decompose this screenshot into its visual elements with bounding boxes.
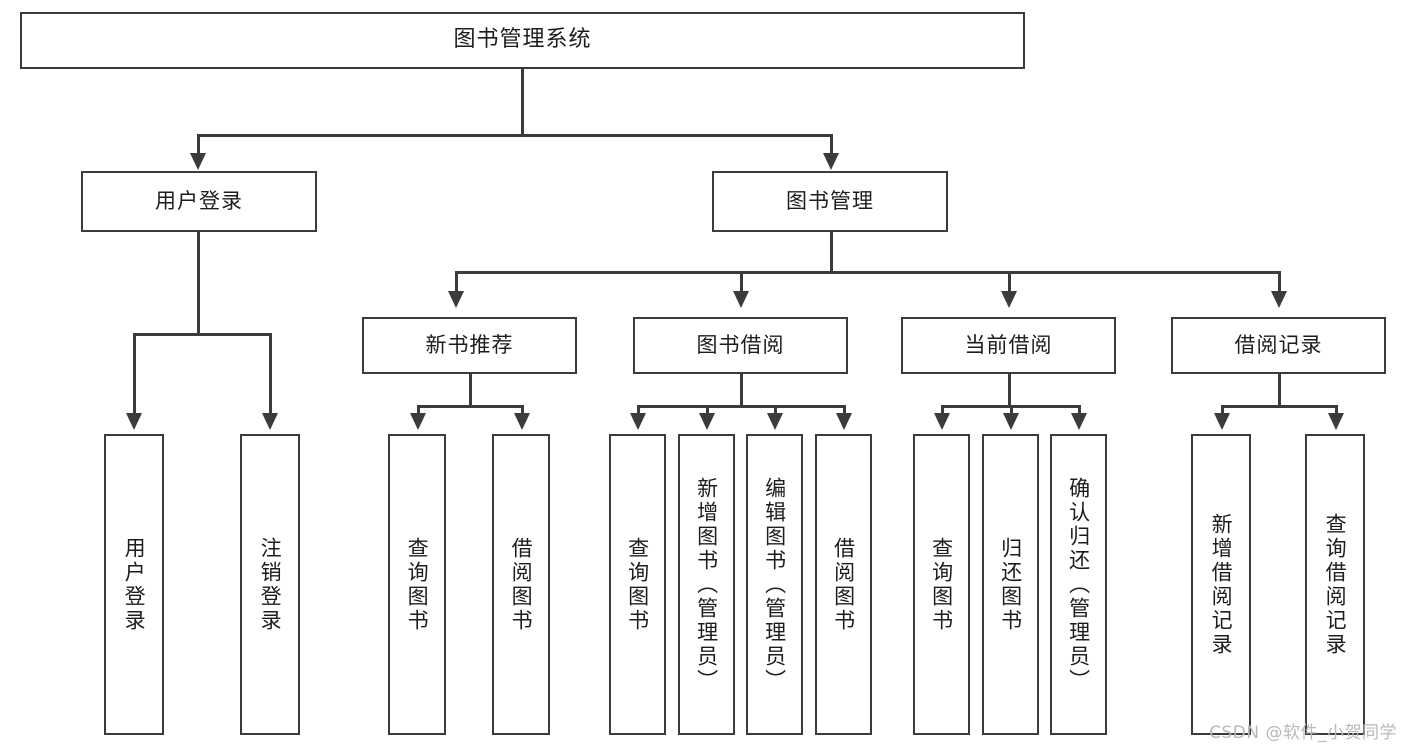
arrow-book-borrow bbox=[733, 291, 749, 308]
connector-bus-nbr-leaves bbox=[417, 405, 523, 408]
connector-bus-bb-leaves bbox=[637, 405, 846, 408]
connector-drop-cb-leaf-0 bbox=[941, 405, 944, 416]
connector-drop-user-login bbox=[197, 134, 200, 156]
arrow-nbr-leaf-0 bbox=[410, 413, 426, 430]
arrow-borrow-record bbox=[1271, 291, 1287, 308]
connector-drop-bb-leaf-2 bbox=[774, 405, 777, 416]
node-user-login[interactable]: 用户登录 bbox=[81, 171, 317, 232]
node-new-book-recommend[interactable]: 新书推荐 bbox=[362, 317, 577, 374]
node-label: 确认归还（管理员） bbox=[1066, 476, 1091, 693]
connector-drop-new-book-recommend bbox=[455, 271, 458, 294]
leaf-bb-edit-book-admin[interactable]: 编辑图书（管理员） bbox=[746, 434, 803, 735]
arrow-cb-leaf-2 bbox=[1071, 413, 1087, 430]
connector-bus-user-login-leaves bbox=[133, 333, 271, 336]
node-current-borrow[interactable]: 当前借阅 bbox=[901, 317, 1116, 374]
arrow-book-management bbox=[823, 153, 839, 170]
leaf-nbr-query-book[interactable]: 查询图书 bbox=[388, 434, 446, 735]
arrow-current-borrow bbox=[1001, 291, 1017, 308]
node-label: 用户登录 bbox=[122, 536, 147, 633]
connector-drop-bb-leaf-3 bbox=[843, 405, 846, 416]
leaf-bb-query-book[interactable]: 查询图书 bbox=[609, 434, 666, 735]
node-label: 查询借阅记录 bbox=[1323, 512, 1348, 657]
connector-drop-borrow-record bbox=[1278, 271, 1281, 294]
node-label: 当前借阅 bbox=[964, 332, 1053, 357]
node-label: 注销登录 bbox=[258, 536, 283, 633]
node-label: 借阅图书 bbox=[509, 536, 534, 633]
arrow-bb-leaf-3 bbox=[836, 413, 852, 430]
connector-user-login-stem bbox=[197, 232, 200, 335]
leaf-cb-query-book[interactable]: 查询图书 bbox=[913, 434, 970, 735]
connector-drop-nbr-leaf-1 bbox=[521, 405, 524, 416]
arrow-bb-leaf-0 bbox=[630, 413, 646, 430]
node-label: 查询图书 bbox=[625, 536, 650, 633]
node-label: 用户登录 bbox=[155, 188, 243, 213]
node-label: 新书推荐 bbox=[425, 332, 514, 357]
connector-bus-br-leaves bbox=[1221, 405, 1337, 408]
connector-drop-br-leaf-0 bbox=[1221, 405, 1224, 416]
node-label: 归还图书 bbox=[998, 536, 1023, 633]
leaf-br-query-record[interactable]: 查询借阅记录 bbox=[1305, 434, 1365, 735]
leaf-cb-return-book[interactable]: 归还图书 bbox=[982, 434, 1039, 735]
connector-drop-br-leaf-1 bbox=[1335, 405, 1338, 416]
connector-drop-book-management bbox=[830, 134, 833, 156]
connector-bus-level2 bbox=[197, 134, 833, 137]
connector-br-stem bbox=[1278, 374, 1281, 407]
leaf-user-login-logout[interactable]: 注销登录 bbox=[240, 434, 300, 735]
node-label: 借阅记录 bbox=[1234, 332, 1323, 357]
leaf-cb-confirm-return-admin[interactable]: 确认归还（管理员） bbox=[1050, 434, 1107, 735]
node-borrow-record[interactable]: 借阅记录 bbox=[1171, 317, 1386, 374]
connector-drop-bb-leaf-0 bbox=[637, 405, 640, 416]
arrow-br-leaf-0 bbox=[1214, 413, 1230, 430]
connector-drop-ul-leaf-0 bbox=[133, 333, 136, 416]
connector-bus-level3 bbox=[455, 271, 1280, 274]
arrow-ul-leaf-1 bbox=[262, 413, 278, 430]
node-label: 新增借阅记录 bbox=[1209, 512, 1234, 657]
node-label: 图书管理系统 bbox=[453, 27, 592, 53]
node-label: 查询图书 bbox=[929, 536, 954, 633]
arrow-nbr-leaf-1 bbox=[514, 413, 530, 430]
connector-drop-book-borrow bbox=[740, 271, 743, 294]
connector-drop-cb-leaf-2 bbox=[1078, 405, 1081, 416]
connector-bb-stem bbox=[740, 374, 743, 407]
connector-drop-current-borrow bbox=[1008, 271, 1011, 294]
leaf-br-add-record[interactable]: 新增借阅记录 bbox=[1191, 434, 1251, 735]
connector-drop-cb-leaf-1 bbox=[1010, 405, 1013, 416]
connector-cb-stem bbox=[1008, 374, 1011, 407]
arrow-bb-leaf-1 bbox=[699, 413, 715, 430]
node-root-book-management-system[interactable]: 图书管理系统 bbox=[20, 12, 1025, 69]
node-label: 图书借阅 bbox=[696, 332, 785, 357]
connector-book-management-stem bbox=[830, 232, 833, 274]
node-label: 图书管理 bbox=[786, 188, 874, 213]
node-book-borrow[interactable]: 图书借阅 bbox=[633, 317, 848, 374]
node-label: 新增图书（管理员） bbox=[694, 476, 719, 693]
node-label: 借阅图书 bbox=[831, 536, 856, 633]
arrow-new-book-recommend bbox=[448, 291, 464, 308]
leaf-user-login-login[interactable]: 用户登录 bbox=[104, 434, 164, 735]
arrow-ul-leaf-0 bbox=[126, 413, 142, 430]
leaf-bb-borrow-book[interactable]: 借阅图书 bbox=[815, 434, 872, 735]
arrow-bb-leaf-2 bbox=[767, 413, 783, 430]
node-label: 编辑图书（管理员） bbox=[762, 476, 787, 693]
node-label: 查询图书 bbox=[405, 536, 430, 633]
arrow-user-login bbox=[190, 153, 206, 170]
arrow-br-leaf-1 bbox=[1328, 413, 1344, 430]
connector-drop-ul-leaf-1 bbox=[269, 333, 272, 416]
connector-drop-nbr-leaf-0 bbox=[417, 405, 420, 416]
connector-drop-bb-leaf-1 bbox=[706, 405, 709, 416]
leaf-bb-add-book-admin[interactable]: 新增图书（管理员） bbox=[678, 434, 735, 735]
arrow-cb-leaf-1 bbox=[1003, 413, 1019, 430]
arrow-cb-leaf-0 bbox=[934, 413, 950, 430]
connector-nbr-stem bbox=[469, 374, 472, 407]
leaf-nbr-borrow-book[interactable]: 借阅图书 bbox=[492, 434, 550, 735]
node-book-management[interactable]: 图书管理 bbox=[712, 171, 948, 232]
connector-root-stem bbox=[521, 69, 524, 135]
connector-bus-cb-leaves bbox=[941, 405, 1078, 408]
